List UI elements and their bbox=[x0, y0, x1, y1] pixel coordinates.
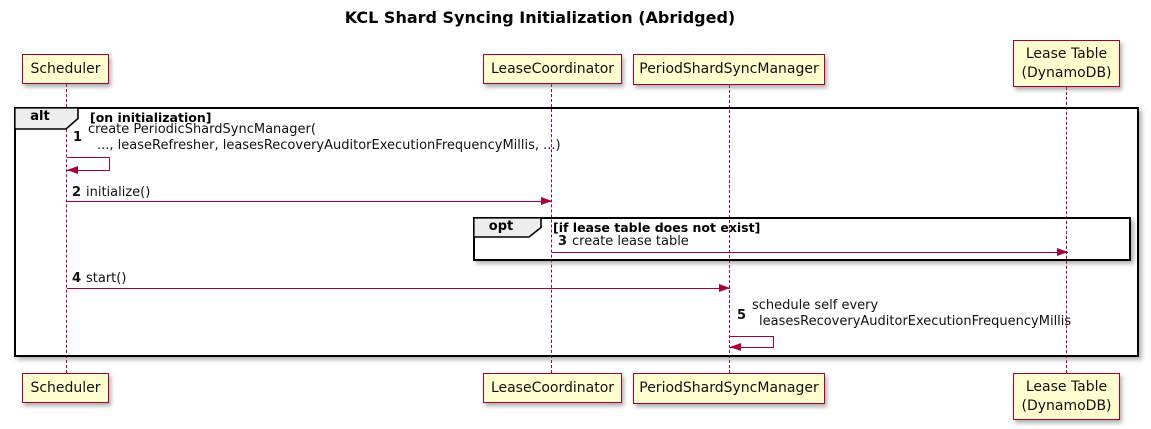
alt-condition-label: [on initialization] bbox=[90, 110, 212, 125]
participant-period-shard-sync-manager-bottom: PeriodShardSyncManager bbox=[633, 373, 825, 404]
diagram-title: KCL Shard Syncing Initialization (Abridg… bbox=[344, 8, 736, 27]
participant-label: Scheduler bbox=[30, 60, 101, 77]
message-3-arrowhead bbox=[1057, 248, 1068, 256]
opt-frame bbox=[473, 217, 1131, 261]
message-1-text-line1: create PeriodicShardSyncManager( bbox=[88, 122, 316, 137]
participant-label: Lease Table bbox=[1025, 378, 1108, 395]
message-1-text-line2: ..., leaseRefresher, leasesRecoveryAudit… bbox=[97, 138, 561, 153]
participant-period-shard-sync-manager-top: PeriodShardSyncManager bbox=[633, 54, 825, 85]
message-1-arrowhead bbox=[67, 166, 78, 174]
message-2-arrow bbox=[67, 201, 552, 202]
message-4-number: 4 bbox=[72, 271, 82, 286]
participant-label: Lease Table bbox=[1025, 45, 1108, 62]
lifeline-period-shard-sync-manager bbox=[729, 85, 730, 373]
participant-lease-coordinator-bottom: LeaseCoordinator bbox=[483, 373, 622, 403]
participant-label: (DynamoDB) bbox=[1021, 397, 1112, 414]
lifeline-lease-coordinator bbox=[551, 84, 552, 373]
alt-operator-label: alt bbox=[30, 109, 50, 124]
message-5-text-line1: schedule self every bbox=[752, 298, 879, 313]
alt-frame-tab bbox=[14, 107, 80, 130]
message-1-self-arrow bbox=[67, 157, 110, 171]
opt-operator-label: opt bbox=[488, 219, 514, 234]
message-2-number: 2 bbox=[72, 185, 82, 200]
message-4-text: start() bbox=[86, 271, 127, 286]
message-5-text-line2: leasesRecoveryAuditorExecutionFrequencyM… bbox=[759, 314, 1072, 329]
message-3-text: create lease table bbox=[572, 234, 689, 249]
message-3-number: 3 bbox=[558, 234, 568, 249]
opt-condition-label: [if lease table does not exist] bbox=[553, 220, 761, 235]
message-5-arrowhead bbox=[730, 343, 741, 351]
message-2-text: initialize() bbox=[86, 185, 151, 200]
lifeline-scheduler bbox=[66, 84, 67, 373]
participant-label: PeriodShardSyncManager bbox=[639, 61, 819, 77]
participant-lease-coordinator-top: LeaseCoordinator bbox=[483, 54, 622, 84]
participant-scheduler-bottom: Scheduler bbox=[22, 373, 109, 403]
opt-frame-tab bbox=[473, 217, 543, 238]
message-5-self-arrow bbox=[730, 336, 774, 348]
participant-label: Scheduler bbox=[30, 379, 101, 396]
message-5-number: 5 bbox=[737, 308, 747, 323]
message-1-number: 1 bbox=[73, 130, 83, 145]
participant-label: (DynamoDB) bbox=[1021, 64, 1112, 81]
participant-label: LeaseCoordinator bbox=[490, 60, 615, 77]
alt-frame bbox=[14, 107, 1139, 357]
participant-lease-table-bottom: Lease Table (DynamoDB) bbox=[1013, 373, 1120, 420]
message-4-arrowhead bbox=[719, 284, 730, 292]
participant-label: LeaseCoordinator bbox=[490, 379, 615, 396]
lifeline-lease-table bbox=[1066, 87, 1067, 373]
message-3-arrow bbox=[552, 252, 1068, 253]
message-4-arrow bbox=[67, 288, 730, 289]
participant-scheduler-top: Scheduler bbox=[22, 54, 109, 84]
participant-label: PeriodShardSyncManager bbox=[639, 380, 819, 396]
message-2-arrowhead bbox=[541, 197, 552, 205]
participant-lease-table-top: Lease Table (DynamoDB) bbox=[1013, 40, 1120, 87]
